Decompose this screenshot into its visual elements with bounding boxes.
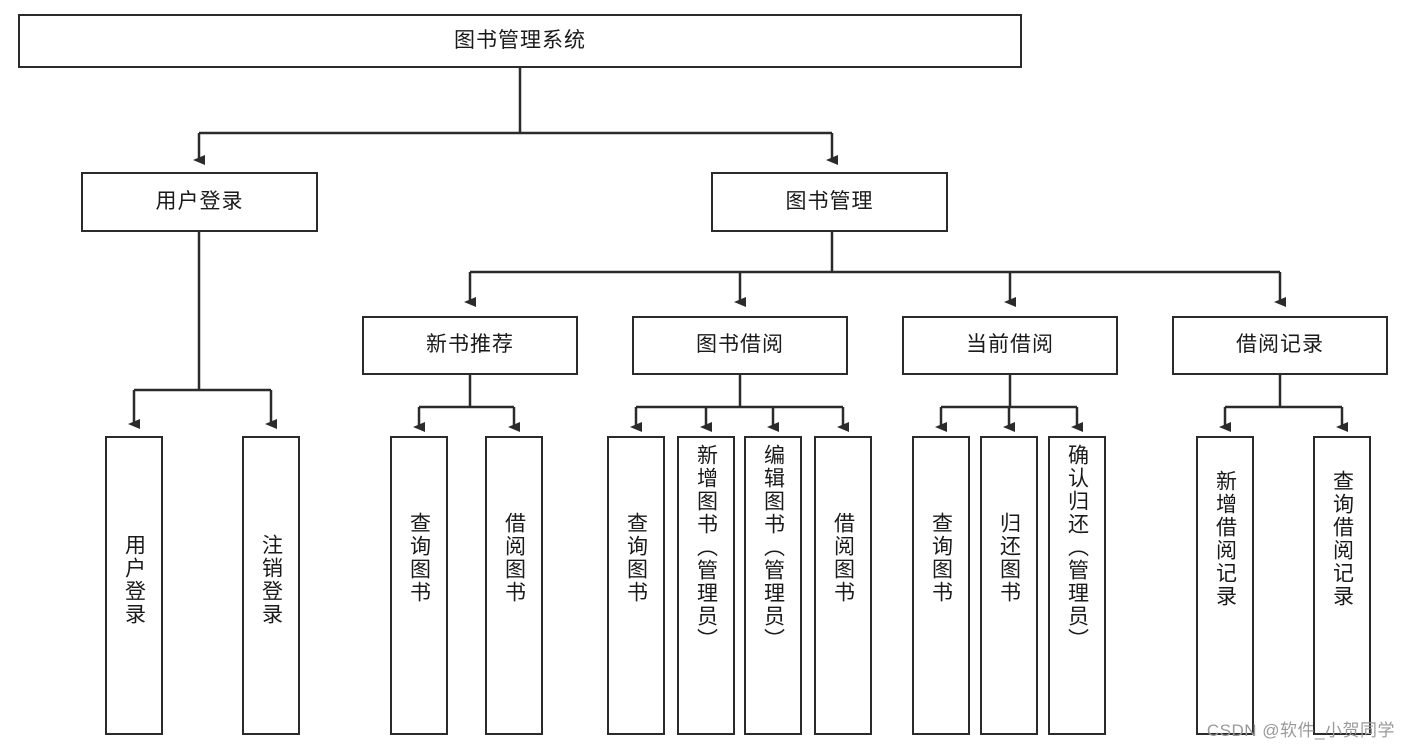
node-leaf-add-book[interactable]: 新增图书（管理员）: [677, 436, 735, 735]
node-leaf-add-book-label: 新增图书（管理员）: [694, 444, 718, 651]
node-leaf-borrow-book-1-label: 借阅图书: [502, 512, 526, 604]
node-leaf-return-book-label: 归还图书: [997, 512, 1021, 604]
node-leaf-query-book-2-label: 查询图书: [624, 512, 648, 604]
node-root-label: 图书管理系统: [454, 28, 586, 52]
node-leaf-borrow-book-2[interactable]: 借阅图书: [814, 436, 872, 735]
node-leaf-query-record[interactable]: 查询借阅记录: [1313, 436, 1371, 735]
node-user-login[interactable]: 用户登录: [81, 172, 318, 232]
node-leaf-logout-login-label: 注销登录: [259, 534, 283, 626]
node-leaf-borrow-book-1[interactable]: 借阅图书: [485, 436, 543, 735]
node-current-borrow[interactable]: 当前借阅: [902, 316, 1118, 375]
watermark-text: CSDN @软件_小贺同学: [1206, 721, 1395, 740]
node-leaf-borrow-book-2-label: 借阅图书: [831, 512, 855, 604]
node-leaf-query-book-1[interactable]: 查询图书: [390, 436, 448, 735]
node-leaf-user-login[interactable]: 用户登录: [105, 436, 163, 735]
node-leaf-query-record-label: 查询借阅记录: [1330, 470, 1354, 608]
node-borrow-record-label: 借阅记录: [1236, 333, 1324, 357]
node-leaf-confirm-return[interactable]: 确认归还（管理员）: [1048, 436, 1106, 735]
node-leaf-query-book-3[interactable]: 查询图书: [912, 436, 970, 735]
node-leaf-edit-book[interactable]: 编辑图书（管理员）: [744, 436, 802, 735]
node-leaf-add-record[interactable]: 新增借阅记录: [1196, 436, 1254, 735]
node-root[interactable]: 图书管理系统: [18, 14, 1022, 68]
node-user-login-label: 用户登录: [155, 189, 244, 213]
node-leaf-return-book[interactable]: 归还图书: [980, 436, 1038, 735]
node-leaf-query-book-3-label: 查询图书: [929, 512, 953, 604]
node-leaf-confirm-return-label: 确认归还（管理员）: [1065, 444, 1089, 651]
node-book-borrow-label: 图书借阅: [696, 333, 784, 357]
node-leaf-query-book-1-label: 查询图书: [407, 512, 431, 604]
node-current-borrow-label: 当前借阅: [966, 333, 1054, 357]
node-new-book-recommend[interactable]: 新书推荐: [362, 316, 578, 375]
node-book-management[interactable]: 图书管理: [711, 172, 948, 232]
node-new-book-recommend-label: 新书推荐: [426, 333, 514, 357]
node-leaf-add-record-label: 新增借阅记录: [1213, 470, 1237, 608]
node-leaf-user-login-label: 用户登录: [122, 534, 146, 626]
node-book-borrow[interactable]: 图书借阅: [632, 316, 848, 375]
node-book-management-label: 图书管理: [785, 189, 874, 213]
node-leaf-logout-login[interactable]: 注销登录: [242, 436, 300, 735]
node-borrow-record[interactable]: 借阅记录: [1172, 316, 1388, 375]
node-leaf-query-book-2[interactable]: 查询图书: [607, 436, 665, 735]
node-leaf-edit-book-label: 编辑图书（管理员）: [761, 444, 785, 651]
